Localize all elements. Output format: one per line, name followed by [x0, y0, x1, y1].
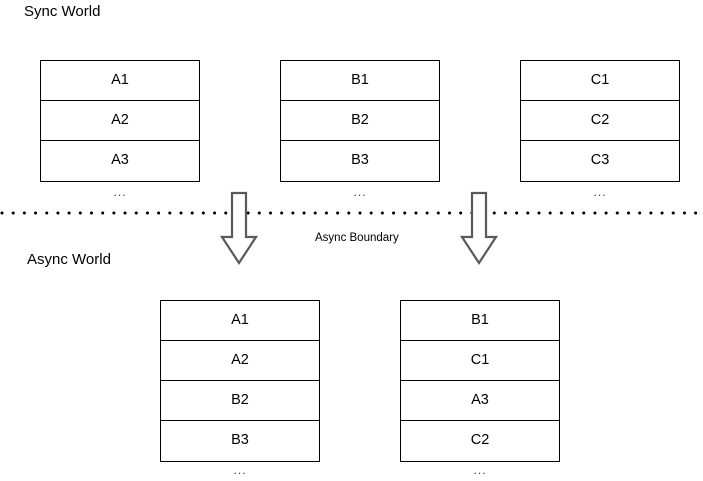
stack-b-cell-2: B3 — [281, 141, 439, 181]
async-stack-1-cell-2: B2 — [161, 381, 319, 421]
async-boundary-line — [0, 211, 703, 215]
stack-a-cell-1: A2 — [41, 101, 199, 141]
async-stack-2: B1 C1 A3 C2 — [400, 300, 560, 462]
async-stack-2-cell-3: C2 — [401, 421, 559, 461]
sync-stack-a-ellipsis: ... — [113, 185, 127, 199]
stack-b-cell-0: B1 — [281, 61, 439, 101]
sync-stack-b-ellipsis: ... — [353, 185, 367, 199]
async-stack-2-cell-2: A3 — [401, 381, 559, 421]
async-world-label: Async World — [27, 251, 111, 268]
down-arrow-icon-left — [219, 191, 259, 267]
stack-c-cell-0: C1 — [521, 61, 679, 101]
async-stack-2-cell-1: C1 — [401, 341, 559, 381]
async-stack-1-cell-0: A1 — [161, 301, 319, 341]
down-arrow-icon-right — [459, 191, 499, 267]
async-boundary-label: Async Boundary — [315, 232, 399, 244]
async-stack-2-ellipsis: ... — [473, 463, 487, 477]
sync-stack-c: C1 C2 C3 — [520, 60, 680, 182]
async-stack-1-ellipsis: ... — [233, 463, 247, 477]
sync-stack-a: A1 A2 A3 — [40, 60, 200, 182]
stack-c-cell-2: C3 — [521, 141, 679, 181]
async-stack-1: A1 A2 B2 B3 — [160, 300, 320, 462]
stack-b-cell-1: B2 — [281, 101, 439, 141]
stack-a-cell-0: A1 — [41, 61, 199, 101]
async-stack-2-cell-0: B1 — [401, 301, 559, 341]
sync-stack-c-ellipsis: ... — [593, 185, 607, 199]
stack-a-cell-2: A3 — [41, 141, 199, 181]
sync-world-label: Sync World — [24, 3, 101, 20]
sync-stack-b: B1 B2 B3 — [280, 60, 440, 182]
async-stack-1-cell-3: B3 — [161, 421, 319, 461]
async-stack-1-cell-1: A2 — [161, 341, 319, 381]
stack-c-cell-1: C2 — [521, 101, 679, 141]
